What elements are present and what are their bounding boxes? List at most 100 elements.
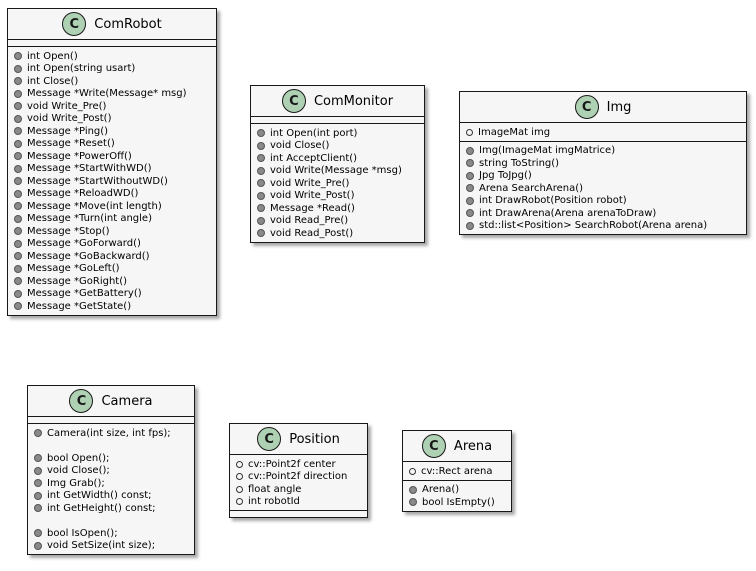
method-row: int DrawRobot(Position robot) xyxy=(460,195,746,208)
methods-section: Img(ImageMat imgMatrice)string ToString(… xyxy=(460,142,746,235)
method-row: void Write_Pre() xyxy=(251,177,424,190)
method-text: Jpg ToJpg() xyxy=(479,170,532,182)
public-method-icon xyxy=(34,491,42,500)
public-method-icon xyxy=(409,485,417,494)
method-row: Message *GoRight() xyxy=(8,275,216,288)
public-method-icon xyxy=(257,129,265,138)
method-row: Message *StartWithWD() xyxy=(8,163,216,176)
method-row: void Write_Pre() xyxy=(8,100,216,113)
public-method-icon xyxy=(14,227,22,236)
attribute-text: ImageMat img xyxy=(478,126,551,138)
public-field-icon xyxy=(236,485,243,493)
method-row: Camera(int size, int fps); xyxy=(28,427,194,440)
public-method-icon xyxy=(257,204,265,213)
method-text: bool Open(); xyxy=(47,452,110,464)
method-text: Arena SearchArena() xyxy=(479,182,584,194)
class-stereotype-icon: C xyxy=(257,427,282,451)
method-row: Message *Move(int length) xyxy=(8,200,216,213)
public-method-icon xyxy=(14,152,22,161)
method-text: bool IsEmpty() xyxy=(422,496,495,508)
public-field-icon xyxy=(236,498,243,506)
methods-section: int Open(int port)void Close()int Accept… xyxy=(251,124,424,242)
method-text: int GetHeight() const; xyxy=(47,502,156,514)
method-row: void Close(); xyxy=(28,465,194,478)
method-text: Message *GoLeft() xyxy=(27,263,120,275)
class-stereotype-icon: C xyxy=(281,89,306,113)
method-text: void Write_Post() xyxy=(270,190,355,202)
method-text: Message *GoForward() xyxy=(27,238,141,250)
method-row: bool Open(); xyxy=(28,452,194,465)
method-row: void Write(Message *msg) xyxy=(251,165,424,178)
method-row: int Open(int port) xyxy=(251,127,424,140)
method-row: bool IsOpen(); xyxy=(28,527,194,540)
method-row: Message *GetBattery() xyxy=(8,288,216,301)
method-row: std::list<Position> SearchRobot(Arena ar… xyxy=(460,220,746,233)
method-row: Img Grab(); xyxy=(28,477,194,490)
methods-section: int Open()int Open(string usart)int Clos… xyxy=(8,47,216,315)
method-row: Img(ImageMat imgMatrice) xyxy=(460,145,746,158)
public-method-icon xyxy=(466,196,474,205)
class-name: Img xyxy=(606,99,632,115)
method-text: Message *GetState() xyxy=(27,300,132,312)
method-row: void Read_Post() xyxy=(251,227,424,240)
method-row: Message *Stop() xyxy=(8,225,216,238)
method-row: int AcceptClient() xyxy=(251,152,424,165)
method-text: Img Grab(); xyxy=(47,477,105,489)
public-method-icon xyxy=(14,277,22,286)
public-method-icon xyxy=(257,191,265,200)
public-method-icon xyxy=(466,221,474,230)
methods-section: Arena()bool IsEmpty() xyxy=(403,481,511,511)
method-row: string ToString() xyxy=(460,157,746,170)
method-text: int Open(string usart) xyxy=(27,63,136,75)
class-name: ComMonitor xyxy=(313,93,394,109)
public-method-icon xyxy=(14,252,22,261)
method-text: void SetSize(int size); xyxy=(47,540,156,552)
method-row: Message *Turn(int angle) xyxy=(8,213,216,226)
method-text: int AcceptClient() xyxy=(270,152,358,164)
class-name: Camera xyxy=(101,393,153,409)
public-method-icon xyxy=(14,202,22,211)
method-text: Message *Turn(int angle) xyxy=(27,213,152,225)
public-method-icon xyxy=(409,498,417,507)
method-text: Message *StartWithoutWD() xyxy=(27,175,168,187)
public-method-icon xyxy=(34,529,42,538)
method-text: int Close() xyxy=(27,75,79,87)
class-stereotype-icon: C xyxy=(62,12,87,36)
class-header: C ComRobot xyxy=(8,9,216,40)
method-row: Message *Ping() xyxy=(8,125,216,138)
class-name: ComRobot xyxy=(94,16,162,32)
method-spacer xyxy=(28,440,194,453)
method-text: void Write_Pre() xyxy=(27,100,107,112)
public-method-icon xyxy=(34,479,42,488)
public-method-icon xyxy=(14,102,22,111)
method-row: void Write_Post() xyxy=(8,113,216,126)
public-method-icon xyxy=(14,77,22,86)
method-row: int Open() xyxy=(8,50,216,63)
method-text: Message *PowerOff() xyxy=(27,150,132,162)
method-text: Camera(int size, int fps); xyxy=(47,427,171,439)
public-method-icon xyxy=(34,429,42,438)
attribute-row: float angle xyxy=(230,483,367,496)
method-row: int Close() xyxy=(8,75,216,88)
method-text: Message *GoRight() xyxy=(27,275,128,287)
public-method-icon xyxy=(14,214,22,223)
public-method-icon xyxy=(14,89,22,98)
method-text: Message *Read() xyxy=(270,202,355,214)
public-method-icon xyxy=(14,189,22,198)
class-header: C ComMonitor xyxy=(251,86,424,117)
public-method-icon xyxy=(34,541,42,550)
method-row: Message *GoLeft() xyxy=(8,263,216,276)
method-text: string ToString() xyxy=(479,157,560,169)
method-text: int Open(int port) xyxy=(270,127,358,139)
method-text: void Write_Post() xyxy=(27,113,112,125)
public-method-icon xyxy=(466,159,474,168)
public-method-icon xyxy=(14,164,22,173)
attribute-text: cv::Point2f center xyxy=(248,458,336,470)
attributes-section xyxy=(8,40,216,47)
